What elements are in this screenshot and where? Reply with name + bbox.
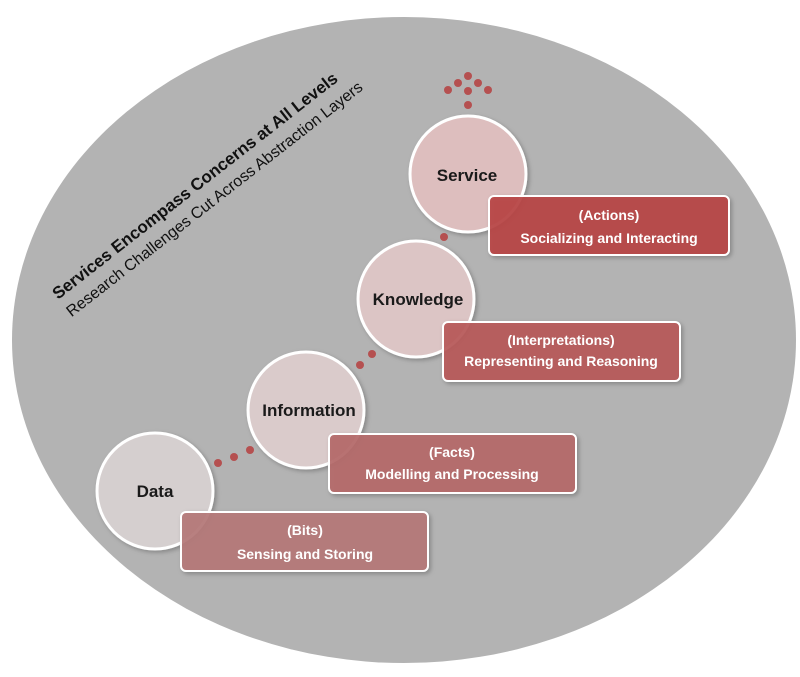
connector-dots — [214, 233, 448, 467]
arrow-dot — [464, 87, 472, 95]
information-label: Information — [262, 401, 356, 420]
arrow-dot — [474, 79, 482, 87]
knowledge-kind: (Interpretations) — [507, 332, 614, 348]
dot — [230, 453, 238, 461]
service-kind: (Actions) — [579, 207, 640, 223]
data-box — [180, 511, 429, 572]
data-kind: (Bits) — [287, 522, 323, 538]
information-kind: (Facts) — [429, 444, 475, 460]
information-action: Modelling and Processing — [365, 466, 538, 482]
service-box — [488, 195, 730, 256]
arrow-dot — [464, 101, 472, 109]
information-box — [328, 433, 577, 494]
knowledge-label: Knowledge — [373, 290, 464, 309]
up-arrow-dots — [444, 72, 492, 109]
dot — [246, 446, 254, 454]
dot — [440, 233, 448, 241]
dot — [214, 459, 222, 467]
data-label: Data — [137, 482, 174, 501]
service-action: Socializing and Interacting — [520, 230, 697, 246]
data-action: Sensing and Storing — [237, 546, 373, 562]
service-label: Service — [437, 166, 498, 185]
dot — [368, 350, 376, 358]
arrow-dot — [464, 72, 472, 80]
layer-knowledge: Knowledge (Interpretations) Representing… — [356, 239, 681, 382]
arrow-dot — [454, 79, 462, 87]
dot — [356, 361, 364, 369]
arrow-dot — [484, 86, 492, 94]
arrow-dot — [444, 86, 452, 94]
layer-information: Information (Facts) Modelling and Proces… — [246, 350, 577, 494]
knowledge-action: Representing and Reasoning — [464, 353, 658, 369]
layer-data: Data (Bits) Sensing and Storing — [95, 431, 429, 572]
layer-service: Service (Actions) Socializing and Intera… — [408, 114, 730, 256]
knowledge-box — [442, 321, 681, 382]
